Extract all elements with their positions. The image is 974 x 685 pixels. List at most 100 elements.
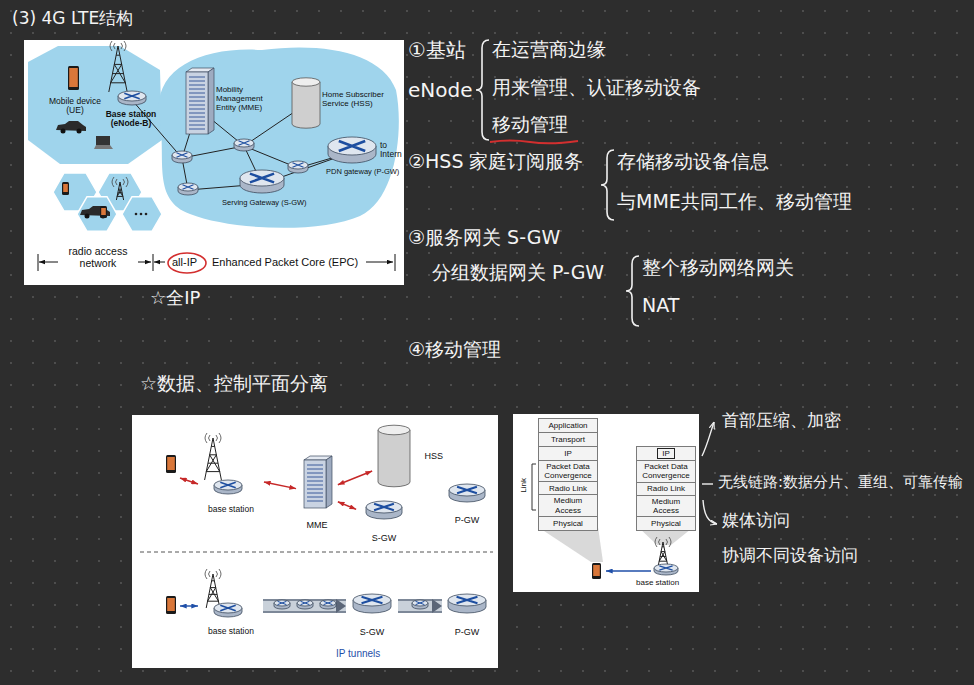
node-label: S-GW bbox=[360, 627, 385, 637]
database-body bbox=[292, 82, 320, 128]
node-label: Medium Access bbox=[541, 496, 595, 514]
router-cross bbox=[183, 185, 194, 189]
plane-divider bbox=[140, 552, 493, 553]
car-wheel bbox=[85, 214, 90, 219]
control-arrow bbox=[180, 478, 198, 484]
node-label: Physical bbox=[553, 519, 583, 528]
router-cross bbox=[362, 597, 383, 604]
handwritten-note: NAT bbox=[642, 294, 679, 318]
node-label: Transport bbox=[551, 435, 585, 444]
protocol-layer-box: Medium Access bbox=[636, 495, 696, 517]
router-cross bbox=[239, 141, 250, 145]
phone-body bbox=[100, 206, 107, 218]
ellipsis-dot bbox=[145, 213, 148, 216]
handwritten-note: 整个移动网络网关 bbox=[642, 256, 794, 280]
phone-screen bbox=[167, 457, 175, 470]
network-element: S-GW bbox=[347, 588, 397, 638]
car-wheel bbox=[61, 129, 66, 134]
router-top bbox=[234, 139, 254, 147]
protocol-stack-figure bbox=[532, 464, 696, 579]
phone-body bbox=[592, 563, 601, 579]
stack-projection bbox=[538, 527, 603, 562]
handwritten-note: 用来管理、认证移动设备 bbox=[492, 76, 701, 100]
router-top bbox=[448, 594, 486, 606]
server-side bbox=[326, 456, 332, 508]
tower-mast bbox=[658, 542, 668, 566]
server-front bbox=[186, 72, 208, 134]
router-cross bbox=[220, 605, 235, 611]
figure-label: Mobility Management Entity (MME) bbox=[216, 86, 274, 112]
router-cross bbox=[659, 566, 672, 570]
node-label: Radio Link bbox=[549, 484, 587, 493]
figure-label: Base station (eNode-B) bbox=[100, 110, 162, 129]
network-element: MME bbox=[298, 455, 336, 531]
hand-brace bbox=[476, 40, 489, 140]
layer-bracket bbox=[532, 464, 536, 510]
leader-line bbox=[703, 500, 717, 524]
handwritten-note: ①基站 bbox=[408, 38, 466, 63]
tunnel-inner bbox=[263, 601, 346, 611]
phone-body bbox=[68, 66, 79, 90]
phone-screen bbox=[167, 598, 175, 611]
radio-waves bbox=[112, 177, 128, 187]
figure-label: all-IP bbox=[172, 256, 197, 268]
figure-label: Serving Gateway (S-GW) bbox=[222, 199, 307, 207]
router-cross bbox=[301, 601, 310, 604]
node-label: IP bbox=[564, 449, 572, 458]
protocol-layer-box: Physical bbox=[538, 516, 598, 531]
dimension-tick bbox=[153, 254, 154, 271]
handwritten-note: ④移动管理 bbox=[408, 338, 501, 362]
router-top bbox=[178, 183, 198, 191]
handwritten-note: 协调不同设备访问 bbox=[722, 545, 858, 566]
router-top bbox=[240, 170, 284, 186]
network-element: S-GW bbox=[358, 498, 410, 544]
dimension-arrow bbox=[154, 262, 165, 263]
radio-waves bbox=[205, 569, 221, 579]
router-top bbox=[214, 603, 242, 613]
figure-label: base station bbox=[636, 579, 679, 588]
node-label: P-GW bbox=[455, 515, 480, 525]
router-cross bbox=[293, 163, 304, 167]
ellipsis-dot bbox=[140, 213, 143, 216]
handwritten-note: 无线链路:数据分片、重组、可靠传输 bbox=[718, 473, 963, 492]
plane-separation-figure bbox=[140, 425, 493, 617]
handwritten-note: ②HSS 家庭订阅服务 bbox=[408, 150, 583, 174]
router-cross bbox=[124, 93, 139, 99]
router-cross bbox=[250, 174, 274, 183]
figure-label: Mobile device (UE) bbox=[44, 97, 106, 116]
node-label: IP bbox=[657, 448, 675, 459]
car-body bbox=[56, 121, 86, 131]
node-label: base station bbox=[208, 627, 254, 637]
router-cross bbox=[324, 601, 333, 604]
protocol-layer-box: IP bbox=[636, 446, 696, 461]
router-top bbox=[214, 480, 242, 490]
database-body bbox=[378, 430, 410, 487]
handwritten-note: ☆数据、控制平面分离 bbox=[140, 372, 328, 396]
router-top bbox=[328, 137, 376, 155]
figure-panel bbox=[132, 415, 498, 668]
protocol-layer-box: Radio Link bbox=[636, 482, 696, 496]
handwritten-note: 媒体访问 bbox=[722, 510, 790, 531]
server-slots bbox=[307, 465, 323, 501]
router-cross bbox=[374, 504, 394, 511]
node-label: P-GW bbox=[455, 627, 480, 637]
tower-mast bbox=[206, 574, 220, 608]
handwritten-note: ③服务网关 S-GW bbox=[408, 226, 560, 250]
router-cross bbox=[278, 601, 287, 604]
router-top bbox=[353, 594, 391, 606]
connector-line bbox=[338, 502, 356, 510]
core-network-region bbox=[159, 47, 399, 227]
handwritten-note: ☆全IP bbox=[150, 287, 200, 310]
figure-label: to Intern bbox=[380, 141, 404, 160]
laptop-base bbox=[94, 145, 113, 149]
handwritten-note: 分组数据网关 P-GW bbox=[432, 261, 604, 285]
figure-label: Enhanced Packet Core (EPC) bbox=[212, 256, 358, 268]
database-top bbox=[378, 425, 410, 435]
protocol-layer-box: Physical bbox=[636, 516, 696, 531]
dimension-arrow bbox=[366, 262, 393, 263]
router-top bbox=[274, 600, 290, 606]
radio-waves bbox=[110, 41, 126, 51]
tunnel-outer bbox=[263, 599, 346, 613]
